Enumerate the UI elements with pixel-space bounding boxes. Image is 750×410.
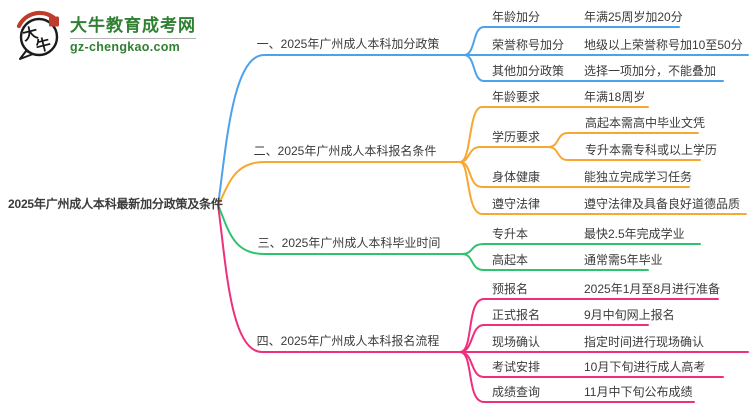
child-label: 专升本 [492,227,529,241]
branch-1-child-2: 荣誉称号加分 地级以上荣誉称号加10至50分 [477,38,748,53]
child-value: 选择一项加分，不能叠加 [584,64,717,78]
child-label: 年龄要求 [492,90,541,104]
branch-4-child-3: 现场确认 指定时间进行现场确认 [477,335,748,350]
child-value: 遵守法律及具备良好道德品质 [584,197,741,211]
site-logo-text: 大牛教育成考网 gz-chengkao.com [70,16,196,54]
branch-2-child-1: 年龄要求 年满18周岁 [477,90,648,105]
branch-2-child-2: 学历要求 [477,130,548,145]
child-label: 遵守法律 [492,197,541,211]
branch-1-node: 一、2025年广州成人本科加分政策 [256,37,440,51]
child-value: 年满18周岁 [584,90,646,104]
child-value: 能独立完成学习任务 [584,170,693,184]
site-domain: gz-chengkao.com [70,38,196,54]
child-label: 年龄加分 [492,10,541,24]
branch-2-node: 二、2025年广州成人本科报名条件 [253,144,437,158]
child-value: 2025年1月至8月进行准备 [584,282,721,296]
child-label: 高起本 [492,253,529,267]
child-value: 10月下旬进行成人高考 [584,360,706,374]
branch-1-child-1: 年龄加分 年满25周岁加20分 [477,10,683,25]
branch-1-child-3: 其他加分政策 选择一项加分，不能叠加 [477,64,723,79]
branch-4-child-2: 正式报名 9月中旬网上报名 [477,308,675,323]
branch-1-lines [217,26,749,206]
branch-4-child-5: 成绩查询 11月中下旬公布成绩 [477,385,694,400]
child-value: 11月中下旬公布成绩 [584,385,693,399]
child-label: 预报名 [492,282,529,296]
branch-4-child-4: 考试安排 10月下旬进行成人高考 [477,360,723,375]
child-label: 成绩查询 [492,385,541,399]
child-label: 考试安排 [492,360,541,374]
site-logo[interactable]: 大 牛 大牛教育成考网 gz-chengkao.com [14,10,196,60]
branch-2-lines [217,106,747,215]
branch-3-child-2: 高起本 通常需5年毕业 [477,253,663,268]
site-name: 大牛教育成考网 [70,16,196,35]
child-value: 地级以上荣誉称号加10至50分 [584,38,743,52]
svg-text:大: 大 [21,23,40,44]
child-value: 指定时间进行现场确认 [584,335,705,349]
branch-4-node: 四、2025年广州成人本科报名流程 [256,334,440,348]
child-value: 通常需5年毕业 [584,253,663,267]
branch-2-child-3: 身体健康 能独立完成学习任务 [477,170,693,185]
child-label: 其他加分政策 [492,64,565,78]
branch-3-lines [217,204,701,271]
child-label: 现场确认 [492,335,541,349]
child-value: 年满25周岁加20分 [584,10,683,24]
svg-text:牛: 牛 [34,35,53,56]
root-node: 2025年广州成人本科最新加分政策及条件 [8,197,223,211]
daniu-bubble-icon: 大 牛 [16,10,59,60]
branch-4-child-1: 预报名 2025年1月至8月进行准备 [477,282,721,297]
child-label: 荣誉称号加分 [492,38,565,52]
branch-3-child-1: 专升本 最快2.5年完成学业 [477,227,700,242]
child-label: 正式报名 [492,308,541,322]
child-value: 9月中旬网上报名 [584,308,675,322]
branch-2-child-2-sub-1: 高起本需高中毕业文凭 [585,116,706,130]
branch-3-node: 三、2025年广州成人本科毕业时间 [257,236,441,250]
child-label: 身体健康 [492,170,541,184]
child-value: 最快2.5年完成学业 [584,227,685,241]
branch-4-lines [217,204,749,403]
child-label: 学历要求 [492,130,541,144]
branch-2-child-4: 遵守法律 遵守法律及具备良好道德品质 [477,197,746,212]
branch-2-child-2-sub-2: 专升本需专科或以上学历 [585,143,718,157]
